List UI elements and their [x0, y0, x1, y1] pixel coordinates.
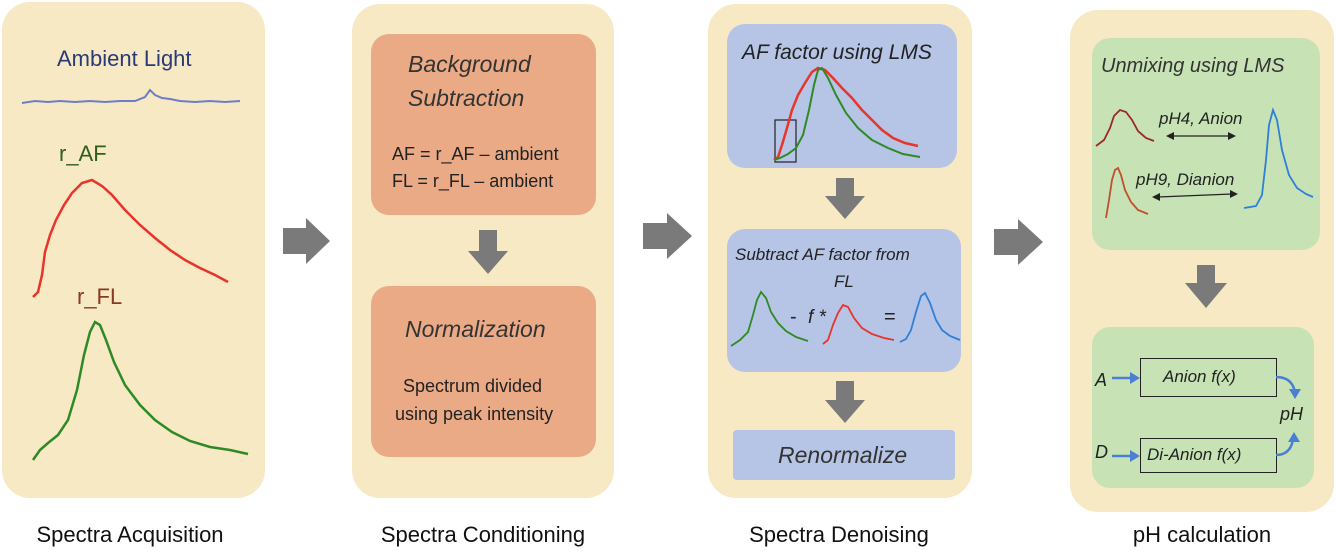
a-input-label: A [1095, 370, 1108, 390]
r-af-label: r_AF [59, 141, 107, 166]
unmixed-blue-curve [1243, 107, 1314, 209]
flow-arrow-2 [643, 213, 692, 259]
background-subtraction-title-2: Subtraction [408, 85, 525, 111]
af-selection-box [774, 119, 797, 163]
conditioning-caption: Spectra Conditioning [380, 522, 586, 547]
flow-arrow-3 [994, 219, 1043, 265]
ambient-light-curve [21, 88, 241, 104]
unmixing-title: Unmixing using LMS [1101, 55, 1285, 77]
ph-output-label: pH [1280, 404, 1304, 424]
background-subtraction-title-1: Background [408, 51, 531, 77]
af-factor-red-curve [773, 66, 919, 161]
d-arrowhead [1130, 450, 1140, 462]
subtract-af-title-2: FL [834, 272, 854, 291]
d-input-label: D [1095, 442, 1108, 462]
ph4-arrowhead-right [1228, 132, 1236, 140]
af-factor-green-curve [773, 66, 921, 161]
flow-arrow-1 [283, 218, 330, 264]
ph9-dianion-label: pH9, Dianion [1136, 170, 1235, 189]
af-factor-box [727, 24, 957, 168]
ph-calc-box [1092, 327, 1314, 488]
fl-equation: FL = r_FL – ambient [392, 171, 554, 191]
equals-sign: = [884, 306, 896, 328]
ph9-double-arrow [1157, 193, 1233, 198]
ph9-dianion-curve [1105, 166, 1149, 219]
flow-arrow-down-2a [468, 230, 508, 274]
af-equation: AF = r_AF – ambient [392, 144, 559, 164]
renormalize-label: Renormalize [778, 442, 908, 468]
f-star-label: f * [808, 307, 826, 328]
r-fl-label: r_FL [77, 284, 123, 309]
subtract-blue-curve [899, 291, 961, 343]
dianion-function-label: Di-Anion f(x) [1147, 445, 1242, 464]
flow-arrow-down-4 [1185, 265, 1227, 308]
renormalize-box [733, 430, 955, 480]
normalization-desc-2: using peak intensity [395, 404, 554, 424]
a-arrowhead [1130, 372, 1140, 384]
acquisition-caption: Spectra Acquisition [36, 522, 224, 547]
flow-arrow-down-3b [825, 381, 865, 423]
background-subtraction-box [371, 34, 596, 215]
ph4-anion-label: pH4, Anion [1159, 109, 1243, 128]
dianion-to-ph-arrow [1275, 439, 1295, 457]
ph4-anion-curve [1095, 108, 1155, 147]
r-fl-curve [31, 320, 249, 461]
anion-function-label: Anion f(x) [1163, 367, 1236, 386]
normalization-desc-1: Spectrum divided [403, 376, 543, 396]
subtract-af-title-1: Subtract AF factor from [735, 245, 910, 264]
normalization-title: Normalization [405, 316, 546, 342]
minus-sign: - [790, 306, 797, 328]
subtract-red-curve [822, 303, 895, 345]
r-af-curve [32, 178, 229, 298]
anion-to-ph-arrowhead [1289, 389, 1301, 399]
af-factor-title: AF factor using LMS [742, 41, 932, 64]
unmixing-box [1092, 38, 1320, 250]
ph4-arrowhead-left [1166, 132, 1174, 140]
subtract-green-curve [730, 290, 809, 347]
ambient-light-label: Ambient Light [57, 46, 192, 71]
normalization-box [371, 286, 596, 457]
ph-caption: pH calculation [1132, 522, 1272, 547]
ph9-arrowhead-right [1230, 190, 1238, 198]
denoising-caption: Spectra Denoising [749, 522, 929, 547]
ph9-arrowhead-left [1152, 193, 1160, 201]
flow-arrow-down-3a [825, 178, 865, 219]
dianion-to-ph-arrowhead [1288, 432, 1300, 442]
